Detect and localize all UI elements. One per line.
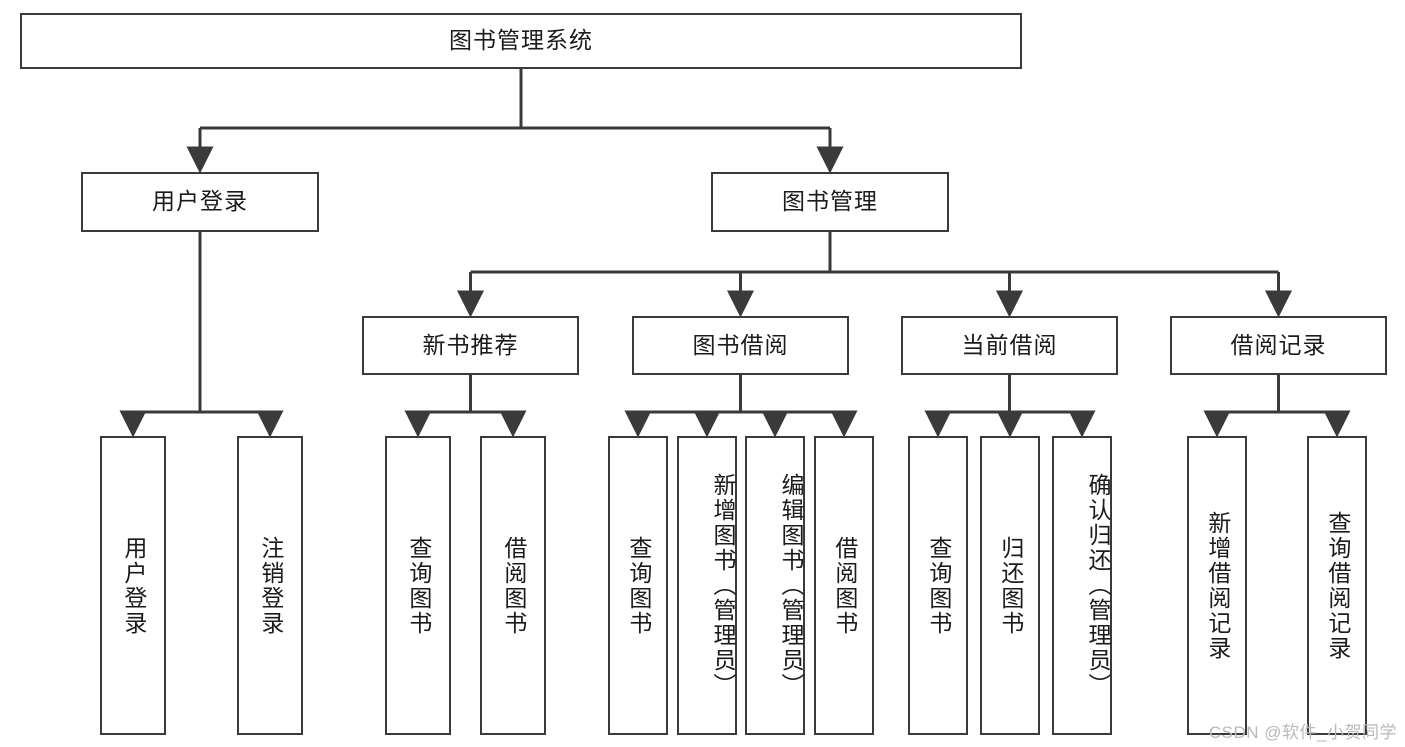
node-label: 归还图书 xyxy=(997,535,1024,636)
watermark-label: CSDN @软件_小贺同学 xyxy=(1208,723,1397,742)
node-label: 图书管理 xyxy=(782,188,878,215)
node-leaf-confirm-return[interactable]: 确认归还（管理员） xyxy=(1052,436,1112,735)
node-leaf-borrow-book[interactable]: 借阅图书 xyxy=(814,436,874,735)
node-label: 图书管理系统 xyxy=(449,27,593,54)
node-label: 查询图书 xyxy=(625,535,652,636)
node-label: 用户登录 xyxy=(120,535,147,636)
node-label: 图书借阅 xyxy=(692,331,789,358)
node-leaf-add-record[interactable]: 新增借阅记录 xyxy=(1187,436,1247,735)
node-leaf-query-book-current[interactable]: 查询图书 xyxy=(908,436,968,735)
node-label: 借阅记录 xyxy=(1230,331,1327,358)
node-borrow-record[interactable]: 借阅记录 xyxy=(1170,316,1387,375)
node-label: 编辑图书（管理员） xyxy=(778,473,804,698)
node-current-borrow[interactable]: 当前借阅 xyxy=(901,316,1118,375)
node-label: 用户登录 xyxy=(152,188,248,215)
node-label: 借阅图书 xyxy=(500,535,527,636)
node-leaf-edit-book[interactable]: 编辑图书（管理员） xyxy=(745,436,805,735)
node-leaf-query-record[interactable]: 查询借阅记录 xyxy=(1307,436,1367,735)
node-label: 查询借阅记录 xyxy=(1324,510,1351,661)
node-leaf-add-book[interactable]: 新增图书（管理员） xyxy=(677,436,737,735)
node-label: 新增图书（管理员） xyxy=(710,473,736,698)
node-book-borrow[interactable]: 图书借阅 xyxy=(632,316,849,375)
node-leaf-user-login[interactable]: 用户登录 xyxy=(100,436,166,735)
node-label: 当前借阅 xyxy=(961,331,1058,358)
node-leaf-return-book[interactable]: 归还图书 xyxy=(980,436,1040,735)
node-leaf-logout[interactable]: 注销登录 xyxy=(237,436,303,735)
node-label: 借阅图书 xyxy=(831,535,858,636)
node-label: 新增借阅记录 xyxy=(1204,510,1231,661)
node-label: 查询图书 xyxy=(405,535,432,636)
node-leaf-query-book-rec[interactable]: 查询图书 xyxy=(385,436,451,735)
node-label: 注销登录 xyxy=(257,535,284,636)
node-label: 查询图书 xyxy=(925,535,952,636)
node-user-login[interactable]: 用户登录 xyxy=(81,172,319,232)
node-root[interactable]: 图书管理系统 xyxy=(20,13,1022,69)
node-leaf-borrow-book-rec[interactable]: 借阅图书 xyxy=(480,436,546,735)
node-label: 新书推荐 xyxy=(422,331,519,358)
node-new-book-recommend[interactable]: 新书推荐 xyxy=(362,316,579,375)
node-book-manage[interactable]: 图书管理 xyxy=(711,172,949,232)
node-leaf-query-book-borrow[interactable]: 查询图书 xyxy=(608,436,668,735)
node-label: 确认归还（管理员） xyxy=(1085,473,1111,698)
